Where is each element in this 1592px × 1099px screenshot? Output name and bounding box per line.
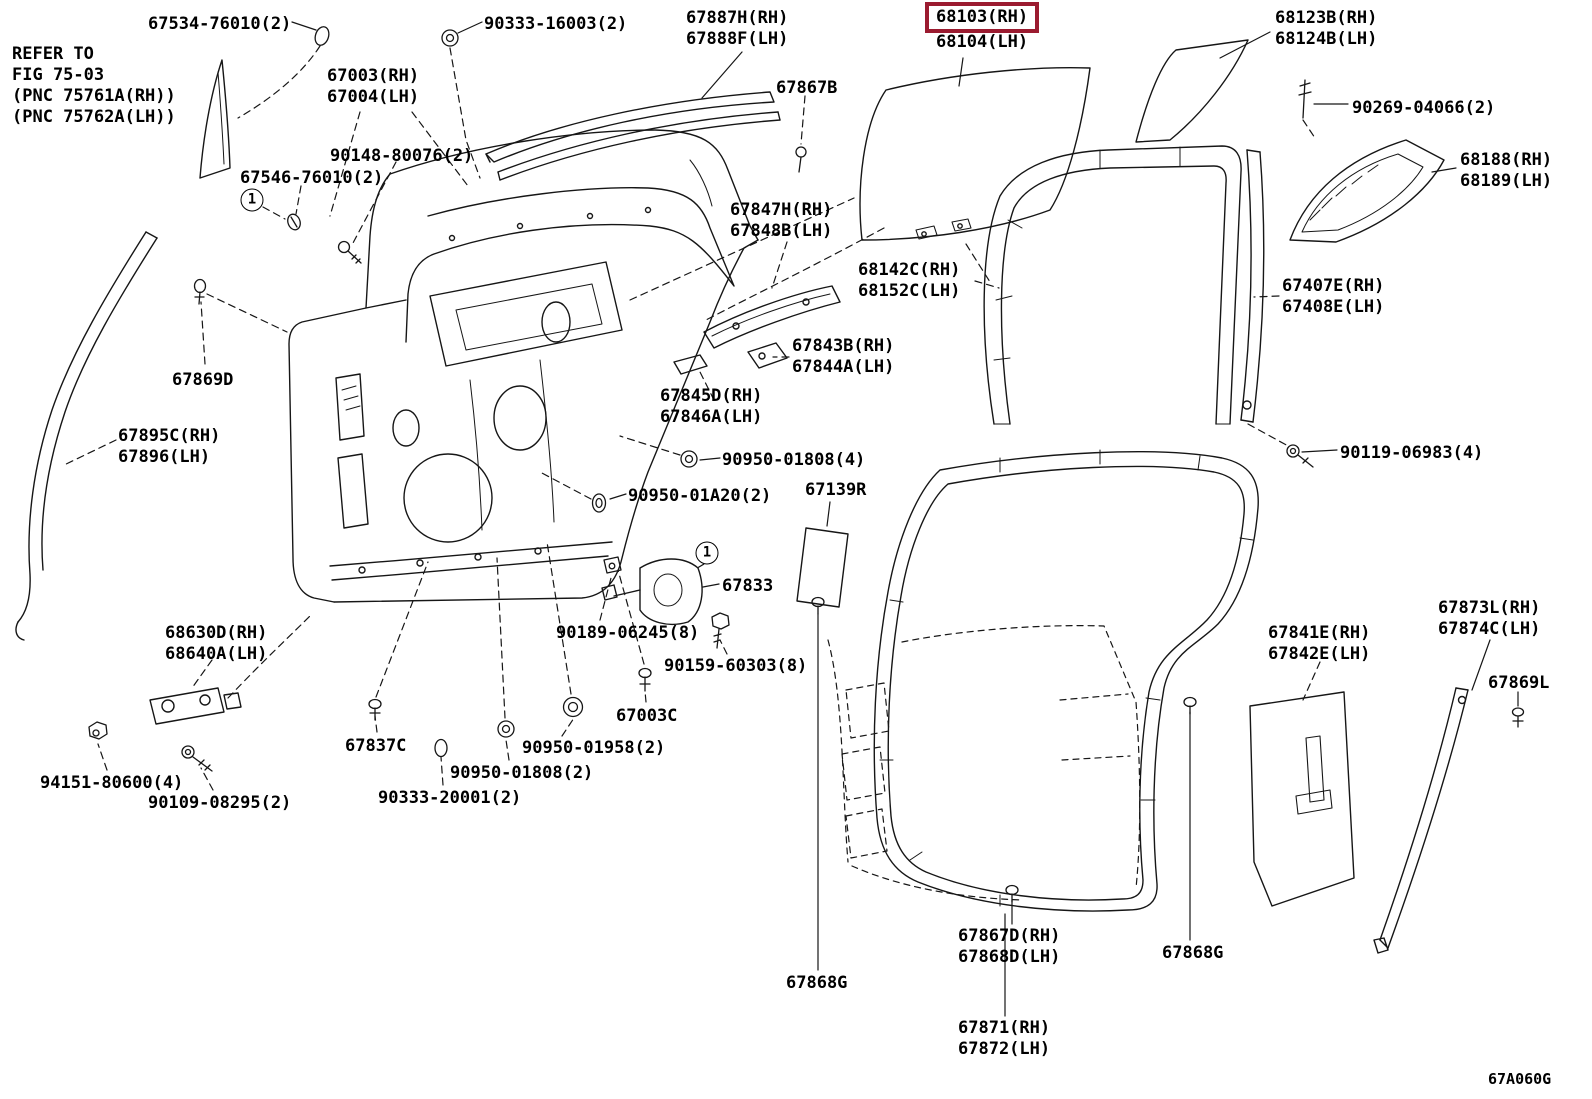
front-weatherstrip-drawing (15, 231, 158, 641)
leader-lines-solid (291, 21, 1519, 1017)
label-67833: 67833 (722, 576, 774, 596)
callout-number: 1 (695, 541, 719, 565)
label-94151-80600: 94151-80600(4) (40, 773, 184, 793)
label-67868G-left: 67868G (786, 973, 848, 993)
hidden-door-outline-drawing (827, 625, 1141, 901)
pin-stripe-drawing (199, 59, 231, 179)
label-68188: 68188(RH) 68189(LH) (1460, 150, 1553, 191)
fastener-icons (88, 26, 1525, 903)
label-68123B: 68123B(RH) 68124B(LH) (1275, 8, 1378, 49)
label-67873L: 67873L(RH) 67874C(LH) (1438, 598, 1541, 639)
label-67869L: 67869L (1488, 673, 1550, 693)
label-67003C: 67003C (616, 706, 678, 726)
upper-molding-drawing (485, 91, 781, 181)
division-bar-drawing (1240, 149, 1265, 423)
weatherstrip-loop-drawing (873, 449, 1259, 912)
label-67546-76010: 67546-76010(2) (240, 168, 384, 188)
label-67139R: 67139R (805, 480, 867, 500)
label-67407E: 67407E(RH) 67408E(LH) (1282, 276, 1385, 317)
label-67837C: 67837C (345, 736, 407, 756)
label-refer-note: REFER TO FIG 75-03 (PNC 75761A(RH)) (PNC… (12, 44, 176, 127)
figure-code: 67A060G (1488, 1070, 1552, 1088)
label-67845D: 67845D(RH) 67846A(LH) (660, 386, 763, 427)
label-90109-08295: 90109-08295(2) (148, 793, 292, 813)
label-90119-06983: 90119-06983(4) (1340, 443, 1484, 463)
service-cover-drawing (1249, 691, 1355, 907)
label-90950-01958: 90950-01958(2) (522, 738, 666, 758)
bracket-drawings (673, 285, 849, 608)
label-67867B: 67867B (776, 78, 838, 98)
label-67003: 67003(RH) 67004(LH) (327, 66, 420, 107)
label-90950-01A20: 90950-01A20(2) (628, 486, 772, 506)
label-90950-01808-4: 90950-01808(4) (722, 450, 866, 470)
label-67843B: 67843B(RH) 67844A(LH) (792, 336, 895, 377)
callout-number: 1 (240, 188, 264, 212)
label-67868G-right: 67868G (1162, 943, 1224, 963)
leader-lines-dashed (61, 45, 1321, 791)
check-link-drawing (601, 558, 703, 626)
label-68630D: 68630D(RH) 68640A(LH) (165, 623, 268, 664)
rear-sash-drawing (1373, 687, 1469, 954)
label-90950-01808-2: 90950-01808(2) (450, 763, 594, 783)
hinge-drawing (149, 687, 242, 725)
label-90333-16003: 90333-16003(2) (484, 14, 628, 34)
quarter-frame-drawing (1289, 139, 1445, 243)
label-67867D: 67867D(RH) 67868D(LH) (958, 926, 1061, 967)
label-67847H: 67847H(RH) 67848B(LH) (730, 200, 833, 241)
label-90148-80076: 90148-80076(2) (330, 146, 474, 166)
label-90333-20001: 90333-20001(2) (378, 788, 522, 808)
label-68142C: 68142C(RH) 68152C(LH) (858, 260, 961, 301)
label-68103: 68103(RH) (925, 2, 1040, 33)
label-90269-04066: 90269-04066(2) (1352, 98, 1496, 118)
label-67871: 67871(RH) 67872(LH) (958, 1018, 1051, 1059)
quarter-glass-drawing (1135, 39, 1249, 143)
label-67534-76010: 67534-76010(2) (148, 14, 292, 34)
door-glass-drawing (859, 67, 1091, 241)
glass-run-drawing (983, 145, 1242, 425)
label-67895C: 67895C(RH) 67896(LH) (118, 426, 221, 467)
label-67869D: 67869D (172, 370, 234, 390)
label-90159-60303: 90159-60303(8) (664, 656, 808, 676)
label-67841E: 67841E(RH) 67842E(LH) (1268, 623, 1371, 664)
label-68104: 68104(LH) (936, 32, 1029, 52)
label-90189-06245: 90189-06245(8) (556, 623, 700, 643)
label-67887H: 67887H(RH) 67888F(LH) (686, 8, 789, 49)
